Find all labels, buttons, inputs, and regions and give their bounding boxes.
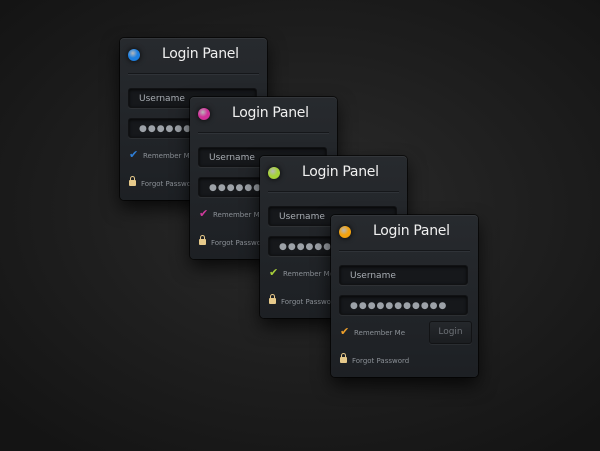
divider — [128, 73, 259, 75]
checkmark-icon[interactable]: ✔ — [129, 148, 139, 161]
forgot-password-link[interactable]: Forgot Password — [211, 239, 269, 247]
forgot-password-link[interactable]: Forgot Password — [352, 357, 410, 365]
checkmark-icon[interactable]: ✔ — [269, 266, 279, 279]
checkmark-icon[interactable]: ✔ — [340, 325, 350, 338]
remember-me-label[interactable]: Remember Me — [283, 270, 334, 278]
lock-icon — [269, 294, 276, 304]
divider — [198, 132, 329, 134]
remember-me-label[interactable]: Remember Me — [354, 329, 405, 337]
login-button[interactable]: Login — [429, 321, 472, 344]
remember-me-label[interactable]: Remember Me — [143, 152, 194, 160]
status-dot-icon — [198, 108, 210, 120]
panel-title: Login Panel — [232, 105, 309, 121]
remember-me-label[interactable]: Remember Me — [213, 211, 264, 219]
lock-icon — [340, 353, 347, 363]
forgot-password-link[interactable]: Forgot Password — [141, 180, 199, 188]
lock-icon — [129, 176, 136, 186]
login-panel-orange: Login Panel Username ●●●●●●●●●●● ✔ Remem… — [331, 215, 478, 377]
divider — [339, 250, 470, 252]
panel-title: Login Panel — [302, 164, 379, 180]
lock-icon — [199, 235, 206, 245]
checkmark-icon[interactable]: ✔ — [199, 207, 209, 220]
forgot-password-link[interactable]: Forgot Password — [281, 298, 339, 306]
panel-title: Login Panel — [162, 46, 239, 62]
status-dot-icon — [339, 226, 351, 238]
username-field[interactable]: Username — [339, 265, 468, 285]
divider — [268, 191, 399, 193]
panel-title: Login Panel — [373, 223, 450, 239]
status-dot-icon — [128, 49, 140, 61]
status-dot-icon — [268, 167, 280, 179]
password-field[interactable]: ●●●●●●●●●●● — [339, 295, 468, 315]
